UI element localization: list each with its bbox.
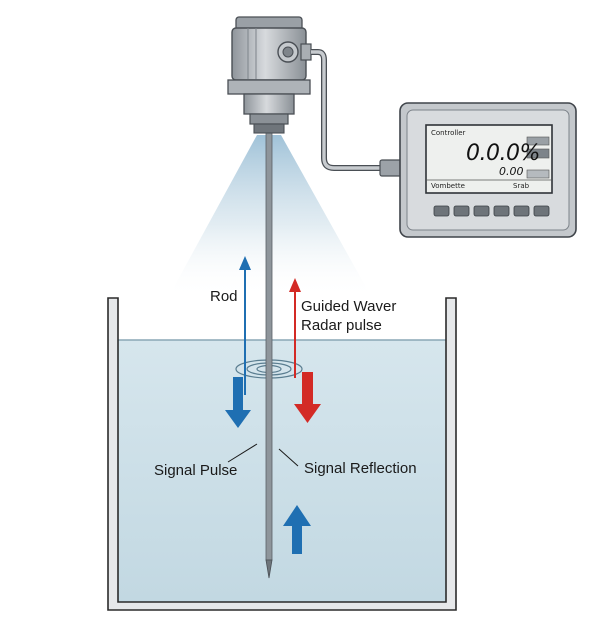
liquid: [118, 340, 446, 602]
label-radar-pulse: Radar pulse: [301, 317, 382, 334]
controller-screen: [425, 124, 553, 194]
leader-signal-pulse: [227, 443, 258, 463]
signal-reflection-arrow: [294, 372, 321, 423]
tank-wall: [107, 297, 457, 611]
controller-reading-small: 0.00: [499, 165, 524, 178]
label-guided-wave: Guided Waver: [301, 298, 397, 315]
controller-footer-left: Vombette: [431, 182, 465, 190]
label-signal-pulse: Signal Pulse: [154, 462, 238, 479]
probe-rod: [265, 129, 273, 579]
label-rod: Rod: [210, 288, 238, 305]
guided-wave-arrow: [289, 278, 301, 378]
controller-title: Controller: [431, 129, 466, 137]
signal-cable: [311, 49, 380, 171]
rod-arrow: [239, 256, 251, 395]
transmitter: [227, 16, 312, 134]
leader-signal-reflection: [278, 448, 299, 467]
label-signal-reflection: Signal Reflection: [304, 460, 417, 477]
tank: [107, 297, 457, 611]
reflection-up-arrow: [283, 505, 311, 554]
signal-pulse-arrow: [225, 377, 251, 428]
controller-reading-percent: 0.0.0%: [466, 141, 540, 166]
controller-keypad: [433, 205, 550, 217]
controller-unit: [399, 102, 577, 238]
controller-footer-right: Srab: [513, 182, 530, 190]
